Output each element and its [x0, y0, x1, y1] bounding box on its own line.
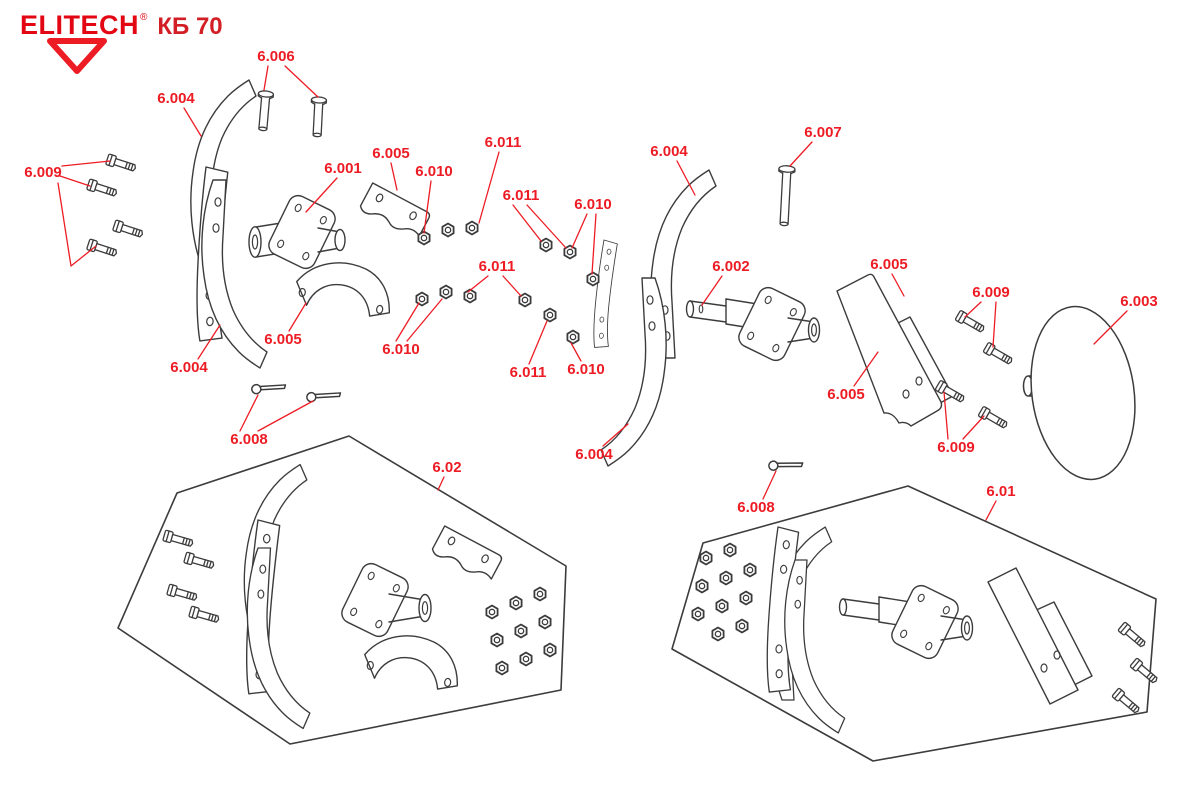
- part-callout: 6.010: [382, 341, 420, 358]
- bolt-set-right-6009: [934, 309, 1015, 432]
- part-callout: 6.011: [509, 364, 547, 381]
- nut-set: [415, 220, 600, 345]
- callout-leader-lines: [57, 65, 1128, 521]
- cotter-pin-6008: [249, 375, 288, 399]
- disc-6003: [1022, 305, 1136, 481]
- clevis-pin-6006: [254, 89, 275, 132]
- part-callout: 6.009: [24, 164, 62, 181]
- part-callout: 6.008: [230, 431, 268, 448]
- blade-mount-strip: [590, 239, 620, 350]
- part-callout: 6.005: [264, 331, 302, 348]
- part-callout: 6.005: [372, 145, 410, 162]
- hub-assembly-6002: [685, 283, 821, 365]
- bracket-plate-6005: [358, 182, 432, 241]
- part-callout: 6.004: [170, 359, 208, 376]
- part-callout: 6.005: [870, 256, 908, 273]
- part-callout: 6.010: [567, 361, 605, 378]
- part-callout: 6.009: [972, 284, 1010, 301]
- part-callout: 6.003: [1120, 293, 1158, 310]
- part-callout: 6.001: [324, 160, 362, 177]
- part-callout: 6.010: [574, 196, 612, 213]
- brand-name: ELITECH: [20, 10, 140, 40]
- brand-triangle-icon: [47, 38, 107, 74]
- part-callout: 6.008: [737, 499, 775, 516]
- part-callout: 6.004: [157, 90, 195, 107]
- part-callout: 6.011: [502, 187, 540, 204]
- part-callout: 6.004: [575, 446, 613, 463]
- brand-logo: ELITECH ® КБ 70: [20, 12, 223, 74]
- part-callout: 6.007: [804, 124, 842, 141]
- part-callout: 6.002: [712, 258, 750, 275]
- part-callout: 6.011: [484, 134, 522, 151]
- kit-outline-601: [671, 485, 1161, 762]
- bolt-set-left-6009: [85, 153, 145, 260]
- clevis-pin-6006: [308, 95, 328, 138]
- part-callout: 6.009: [937, 439, 975, 456]
- model-name: КБ 70: [157, 13, 223, 40]
- shield-plates-6005: [836, 273, 954, 427]
- cotter-pin-6008: [767, 453, 805, 476]
- part-callout: 6.02: [432, 459, 462, 476]
- axle-pin-6007: [775, 164, 796, 227]
- hub-assembly-6001: [248, 191, 346, 273]
- kit-outline-602: [117, 435, 567, 745]
- part-callout: 6.005: [827, 386, 865, 403]
- blade-group-left: [190, 79, 268, 369]
- part-callout: 6.01: [986, 483, 1016, 500]
- part-callout: 6.004: [650, 143, 688, 160]
- part-callout: 6.010: [415, 163, 453, 180]
- part-callout: 6.011: [478, 258, 516, 275]
- registered-mark-icon: ®: [140, 12, 148, 23]
- tine-blade: [600, 277, 667, 467]
- part-callout: 6.006: [257, 48, 295, 65]
